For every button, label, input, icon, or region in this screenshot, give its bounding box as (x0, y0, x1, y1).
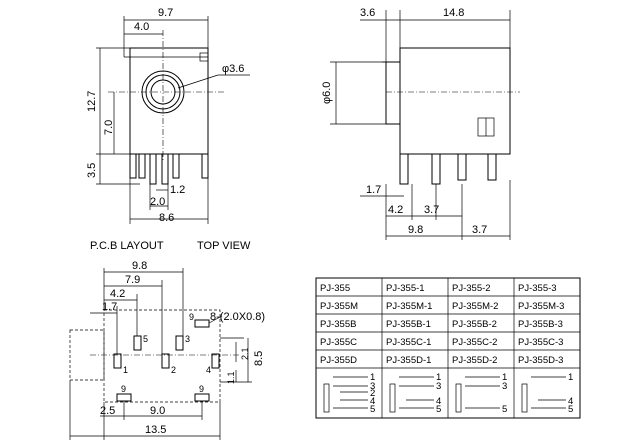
pcb-layout-title: P.C.B LAYOUT (90, 240, 164, 252)
front-height-label: 12.7 (86, 91, 98, 112)
pin-label: 5 (436, 404, 441, 415)
pcb-dim-98-label: 9.8 (132, 260, 147, 272)
table-cell: PJ-355M-2 (452, 301, 498, 312)
pin-label: 3 (436, 381, 441, 392)
side-dim-42-label: 4.2 (388, 204, 403, 216)
table-cell: PJ-355B-1 (386, 319, 431, 330)
pcb-dim-21-label: 2.1 (240, 347, 250, 360)
table-cell: PJ-355 (320, 283, 350, 294)
side-length-label: 14.8 (443, 7, 464, 19)
pad-label: 9 (189, 312, 194, 322)
pad-label: 9 (121, 384, 126, 394)
pin-label: 1 (568, 372, 573, 383)
pcb-layout: 9 5 3 1 2 4 9 9 8-(2.0X0.8) 9.8 7.9 4.2 … (69, 260, 265, 440)
pcb-dim-135-label: 13.5 (145, 424, 166, 436)
pin-label: 2 (370, 388, 375, 399)
pad-label: 3 (185, 334, 190, 344)
pad-label: 1 (123, 365, 128, 375)
side-dim-37b-label: 3.7 (472, 224, 487, 236)
table-cell: PJ-355B-3 (518, 319, 563, 330)
pad-label: 4 (206, 365, 211, 375)
table-cell: PJ-355D-2 (452, 355, 497, 366)
side-dim-17-label: 1.7 (366, 184, 381, 196)
pcb-dim-90-label: 9.0 (150, 405, 165, 417)
side-nose-label: 3.6 (360, 7, 375, 19)
schematic-1: 1 3 2 4 5 (323, 372, 375, 415)
table-cell: PJ-355D-1 (386, 355, 431, 366)
table-cell: PJ-355B-2 (452, 319, 497, 330)
pin-label: 5 (568, 404, 573, 415)
side-dim-37a-label: 3.7 (424, 204, 439, 216)
hole-spec-label: 8-(2.0X0.8) (210, 311, 265, 323)
pcb-dim-85-label: 8.5 (253, 351, 265, 366)
table-cell: PJ-355M (320, 301, 358, 312)
front-hole-height-label: 7.0 (103, 120, 115, 135)
pin-label: 3 (502, 381, 507, 392)
front-view: φ3.6 9.7 4.0 12.7 7.0 3.5 1.2 2.0 (86, 7, 250, 224)
pcb-dim-25-label: 2.5 (100, 405, 115, 417)
model-table: PJ-355 PJ-355-1 PJ-355-2 PJ-355-3 PJ-355… (315, 277, 581, 419)
table-cell: PJ-355B (320, 319, 356, 330)
front-pin-length-label: 3.5 (86, 163, 98, 178)
table-cell: PJ-355-2 (452, 283, 491, 294)
front-pin-span-label: 8.6 (159, 212, 174, 224)
table-cell: PJ-355D (320, 355, 357, 366)
pcb-dim-42-label: 4.2 (110, 288, 125, 300)
side-dim-98-label: 9.8 (408, 224, 423, 236)
front-width-label: 9.7 (158, 7, 173, 19)
front-pin-spacing-b-label: 2.0 (150, 196, 165, 208)
table-cell: PJ-355C-1 (386, 337, 431, 348)
pin-label: 4 (568, 396, 573, 407)
pin-label: 1 (370, 372, 375, 383)
pad-label: 9 (199, 384, 204, 394)
front-pin-spacing-a-label: 1.2 (170, 184, 185, 196)
pcb-dim-11-label: 1.1 (226, 371, 236, 384)
pin-label: 1 (502, 372, 507, 383)
pin-label: 3 (370, 381, 375, 392)
table-cell: PJ-355M-1 (386, 301, 432, 312)
table-cell: PJ-355-1 (386, 283, 425, 294)
pin-label: 4 (436, 396, 441, 407)
pin-label: 1 (436, 372, 441, 383)
schematic-3: 1 3 5 (455, 372, 507, 415)
pad-label: 5 (143, 334, 148, 344)
table-cell: PJ-355M-3 (518, 301, 564, 312)
schematic-4: 1 4 5 (521, 372, 573, 415)
pcb-dim-79-label: 7.9 (125, 274, 140, 286)
table-cell: PJ-355D-3 (518, 355, 563, 366)
side-nose-dia-label: φ6.0 (321, 82, 333, 104)
pin-label: 5 (370, 404, 375, 415)
front-hole-dia-label: φ3.6 (222, 63, 244, 75)
front-offset-label: 4.0 (134, 21, 149, 33)
side-view: 3.6 14.8 φ6.0 1.7 4.2 3.7 9.8 3.7 (321, 7, 520, 240)
pad-label: 2 (171, 365, 176, 375)
table-cell: PJ-355-3 (518, 283, 557, 294)
schematic-2: 1 3 4 5 (389, 372, 441, 415)
top-view-title: TOP VIEW (197, 240, 251, 252)
pin-label: 4 (370, 396, 375, 407)
table-cell: PJ-355C-2 (452, 337, 497, 348)
pcb-dim-17-label: 1.7 (102, 301, 117, 313)
pin-label: 5 (502, 404, 507, 415)
table-cell: PJ-355C (320, 337, 357, 348)
table-cell: PJ-355C-3 (518, 337, 563, 348)
